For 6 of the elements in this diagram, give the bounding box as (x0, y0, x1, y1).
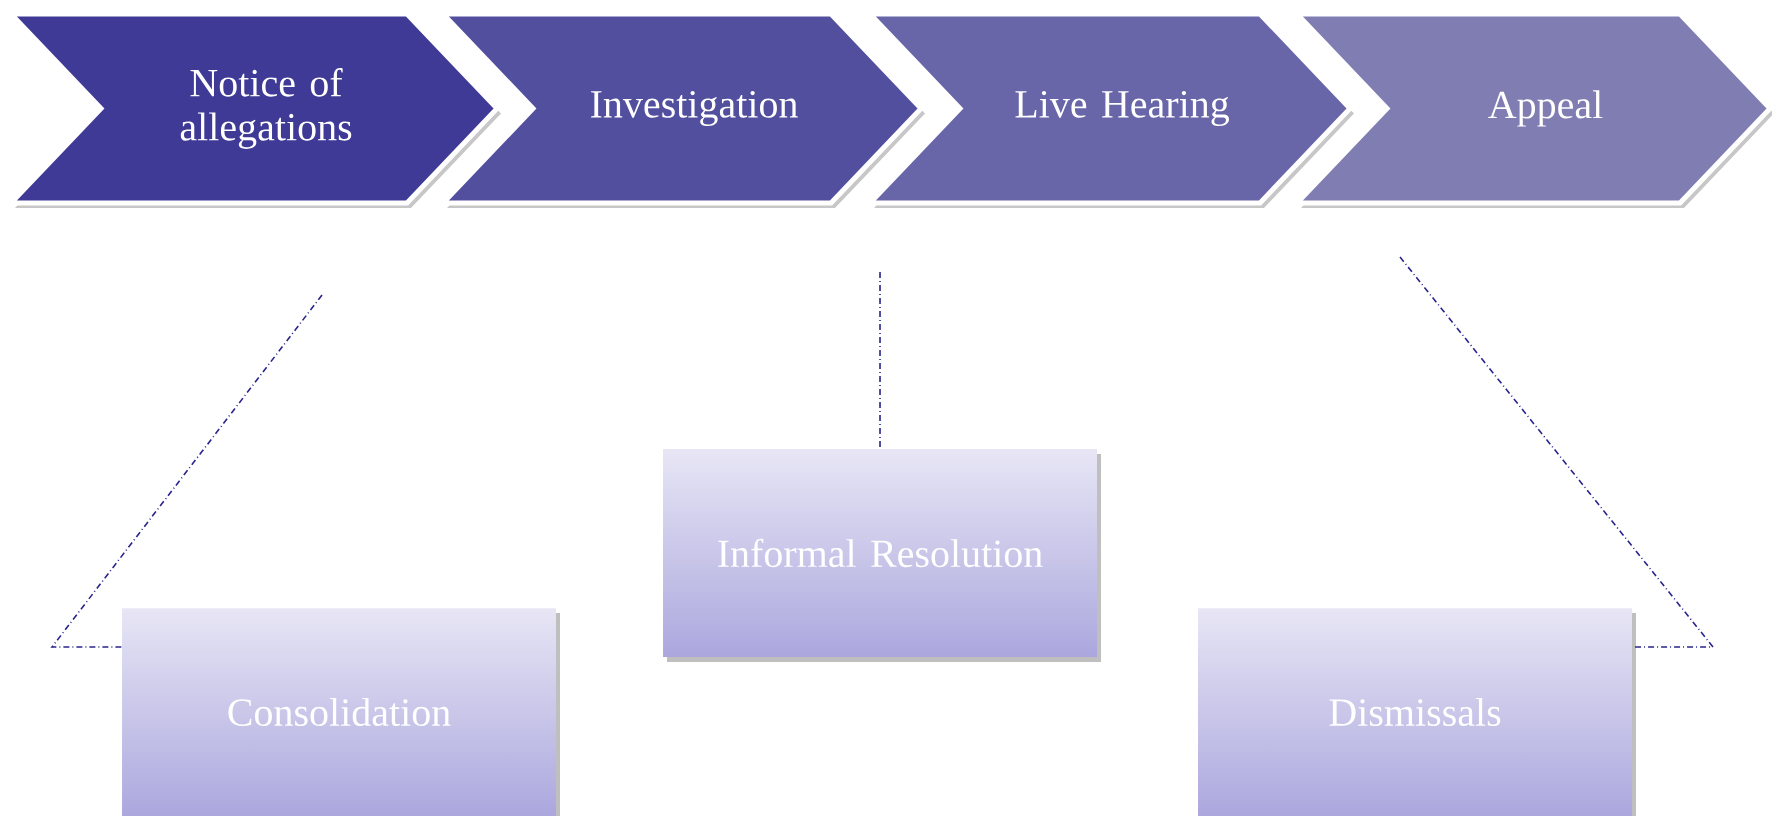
gradient-box: Informal Resolution (663, 449, 1101, 662)
connector-line (1399, 256, 1715, 648)
connector-line (50, 294, 323, 648)
gradient-box: Consolidation (122, 608, 560, 816)
connector-line (879, 271, 881, 450)
gradient-box: Dismissals (1198, 608, 1636, 816)
